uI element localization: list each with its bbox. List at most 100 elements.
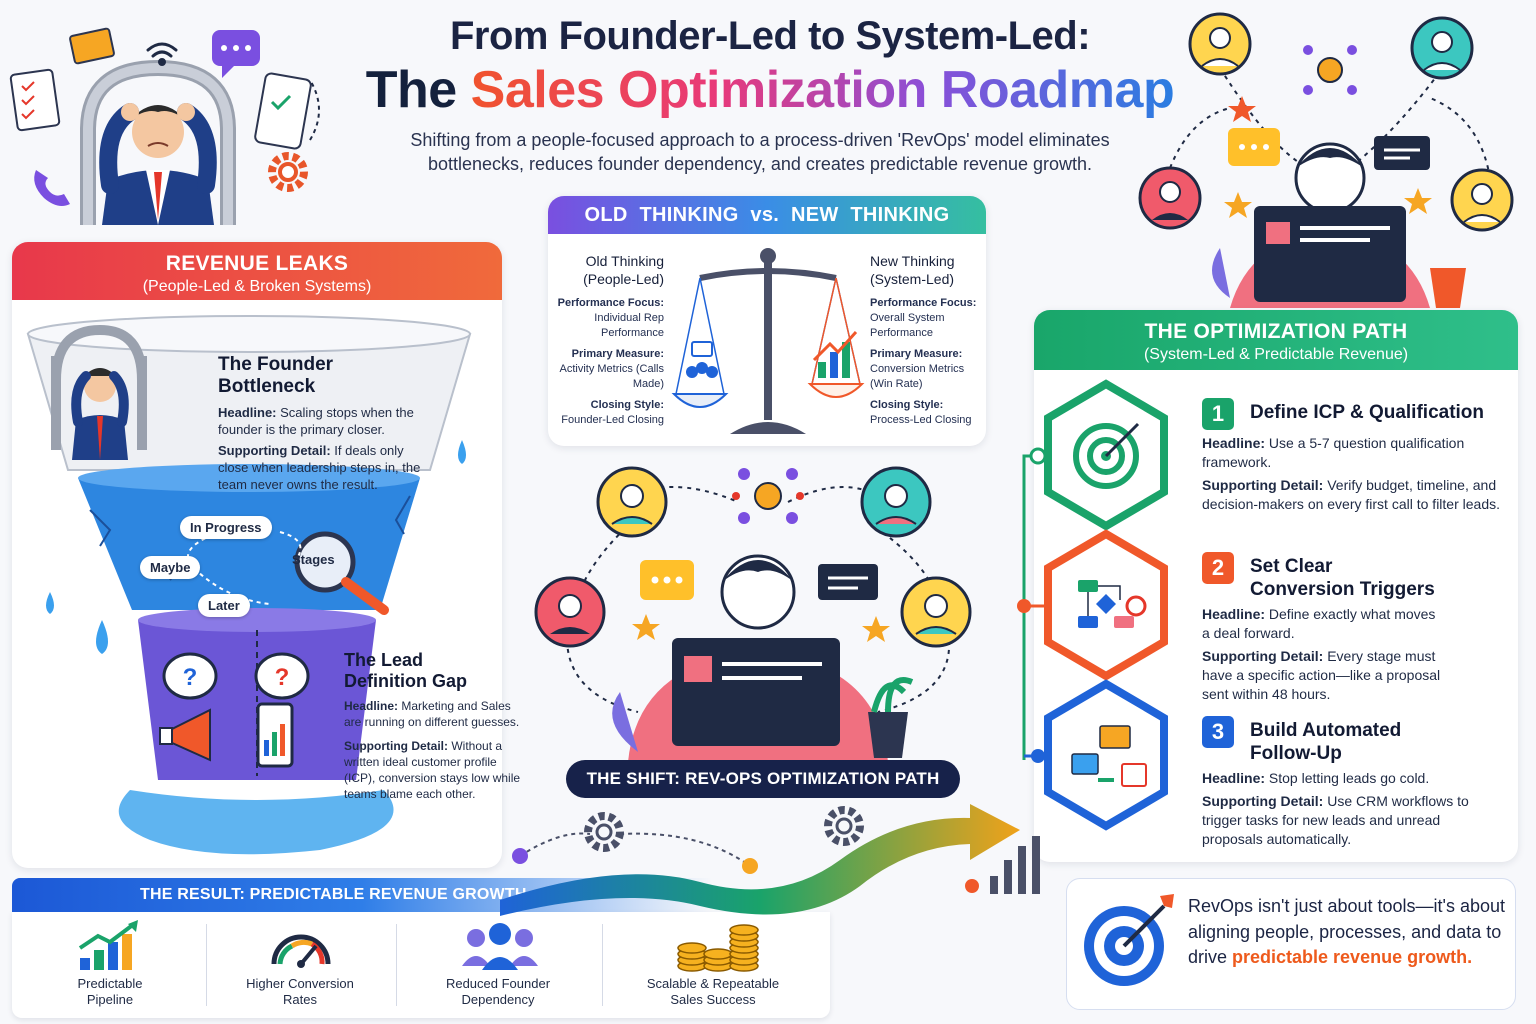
target-arrow-icon [1084,894,1174,986]
lead-gap-headline: Marketing and Sales are running on diffe… [344,699,520,729]
step-3-headline: Stop letting leads go cold. [1268,770,1430,786]
step-2-headline-label: Headline: [1202,606,1266,622]
comparison-header: OLD THINKING vs. NEW THINKING [548,196,986,234]
result-label-1b: Pipeline [86,992,134,1007]
result-divider [396,924,397,1006]
optimization-subtitle: (System-Led & Predictable Revenue) [1143,346,1409,363]
target-hexagon-icon [1044,379,1168,531]
step-1: 1 Define ICP & Qualification Headline: U… [1202,398,1502,514]
bottleneck-detail: If deals only close when leadership step… [218,443,421,492]
result-title: THE RESULT: PREDICTABLE REVENUE GROWTH [140,886,527,903]
new-measure: Conversion Metrics (Win Rate) [870,363,965,390]
avatar-top-left [1188,12,1252,76]
avatar-right [1450,168,1514,232]
result-divider [602,924,603,1006]
lead-gap-detail: Without a written ideal customer profile… [344,739,521,801]
revenue-leaks-title: REVENUE LEAKS [165,252,349,275]
result-label-4a: Scalable & Repeatable [646,976,780,991]
checklist-icon [9,68,61,132]
old-thinking-column: Old Thinking(People-Led) Performance Foc… [554,252,664,434]
result-label-3a: Reduced Founder [445,976,551,991]
question-bubble-icon: ? [254,652,310,700]
step-3-detail-label: Supporting Detail: [1202,793,1324,809]
bar-chart-arrow-icon [78,920,138,970]
new-measure-label: Primary Measure: [870,348,963,360]
step-3-headline-label: Headline: [1202,770,1266,786]
step-1-headline-label: Headline: [1202,435,1266,451]
step-1-detail-label: Supporting Detail: [1202,477,1324,493]
result-label-3b: Dependency [461,992,535,1007]
revenue-leaks-subtitle: (People-Led & Broken Systems) [142,278,372,295]
rev-ops-team-illustration [534,466,972,762]
star-icon [1228,96,1256,122]
bottleneck-detail-label: Supporting Detail: [218,443,331,458]
avatar-left [534,576,606,648]
avatar-top-left [596,466,668,538]
new-focus-label: Performance Focus: [870,297,977,309]
avatar-top-right [860,466,932,538]
new-closing-label: Closing Style: [870,399,944,411]
step-3-detail: Use CRM workflows to trigger tasks for n… [1202,793,1469,847]
svg-text:?: ? [275,664,290,691]
new-title-line1: New Thinking [870,253,955,269]
lead-gap-headline-label: Headline: [344,699,399,713]
lead-gap-heading-2: Definition Gap [344,671,467,691]
step-3-title: Build Automated Follow-Up [1250,720,1402,764]
star-icon [862,616,890,642]
title-line-1: From Founder-Led to System-Led: [449,14,1091,58]
old-title-line1: Old Thinking [585,253,664,269]
network-node-icon [1303,45,1357,95]
envelope-icon [69,27,115,65]
wifi-icon [146,42,178,66]
pill-maybe: Maybe [140,556,201,579]
chat-bubble-icon [640,560,694,600]
lead-gap-heading-1: The Lead [344,650,424,670]
avatar-top-right [1410,16,1474,80]
gear-icon [268,152,308,192]
shift-banner: THE SHIFT: REV-OPS OPTIMIZATION PATH [566,760,960,798]
phone-icon [34,170,70,206]
flowchart-hexagon-icon [1044,529,1168,681]
team-icon [462,923,538,970]
step-1-title: Define ICP & Qualification [1250,402,1485,423]
step-2-title: Set Clear Conversion Triggers [1250,556,1435,600]
new-thinking-column: New Thinking (System-Led) Performance Foc… [870,252,986,434]
gear-icon [824,806,864,846]
message-bubble-icon [818,564,878,600]
new-focus: Overall System Performance [870,312,945,339]
phone-chart-icon [256,702,294,768]
new-closing: Process-Led Closing [870,414,972,426]
founder-bottleneck-heading: The Founder Bottleneck [218,354,334,397]
founder-bottleneck-block: The Founder Bottleneck Headline: Scaling… [218,354,428,497]
step-3: 3 Build Automated Follow-Up Headline: St… [1202,716,1482,849]
step-2-detail-label: Supporting Detail: [1202,648,1324,664]
page-subtitle: Shifting from a people-focused approach … [410,130,1110,174]
checklist-phone-icon [254,72,312,150]
step-2-detail: Every stage must have a specific action—… [1202,648,1441,702]
takeaway-text: RevOps isn't just about tools—it's about… [1188,894,1508,971]
old-measure: Activity Metrics (Calls Made) [559,363,664,390]
bottleneck-headline: Scaling stops when the founder is the pr… [218,405,414,437]
chat-bubble-icon [212,30,260,78]
main-title-highlight: Sales Optimization Roadmap [470,61,1175,119]
vs-label: vs. [750,204,780,226]
lead-gap-detail-label: Supporting Detail: [344,739,448,753]
result-divider [206,924,207,1006]
automation-hexagon-icon [1044,679,1168,831]
gear-icon [584,812,624,852]
takeaway-highlight: predictable revenue growth. [1232,947,1473,967]
bottleneck-headline-label: Headline: [218,405,277,420]
optimization-title: THE OPTIMIZATION PATH [1144,320,1408,343]
megaphone-icon [159,708,211,762]
new-title-line2: (System-Led) [870,271,955,287]
step-2-headline: Define exactly what moves a deal forward… [1202,606,1436,641]
pill-stages: Stages [292,552,335,567]
step-3-number: 3 [1202,716,1234,748]
star-icon [632,614,660,640]
step-1-detail: Verify budget, timeline, and decision-ma… [1202,477,1500,512]
step-1-headline: Use a 5-7 question qualification framewo… [1202,435,1465,470]
gauge-icon [271,934,331,968]
